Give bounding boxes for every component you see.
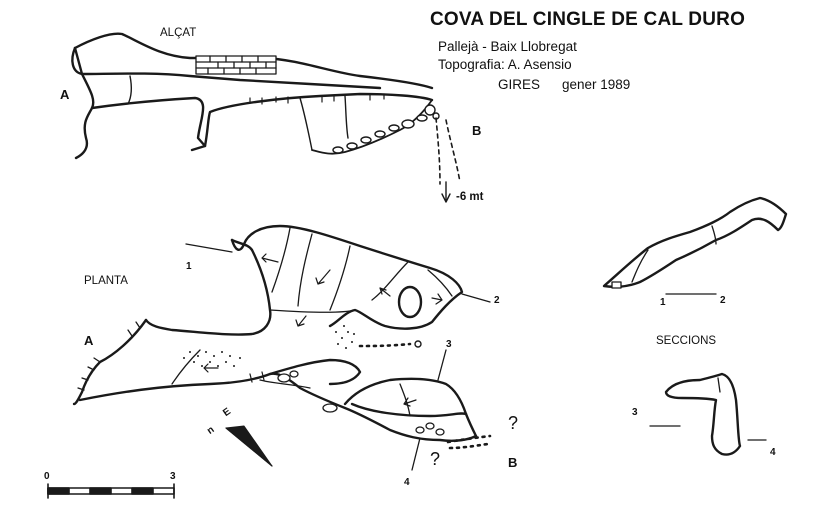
section-mark-2: 2 — [720, 295, 726, 306]
survey-date: gener 1989 — [562, 77, 631, 92]
location-text: Pallejà - Baix Llobregat — [438, 39, 577, 54]
section-1-2 — [602, 196, 788, 295]
plan-section-mark-4: 4 — [404, 477, 410, 488]
plan-section-lines — [185, 243, 491, 471]
elevation-rubble — [332, 104, 440, 154]
shaft-dashes — [435, 117, 461, 185]
plan-section-mark-1: 1 — [186, 261, 192, 272]
scale-min-label: 0 — [44, 471, 50, 482]
section-3-4 — [649, 372, 767, 456]
page-title: COVA DEL CINGLE DE CAL DURO — [430, 9, 746, 30]
scale-max-label: 3 — [170, 471, 176, 482]
unknown-mark-1: ? — [508, 413, 519, 433]
elevation-label: ALÇAT — [160, 27, 197, 39]
plan-entrance-a: A — [84, 333, 94, 348]
sections-label: SECCIONS — [656, 335, 717, 347]
plan-stipple — [183, 325, 355, 367]
section-mark-4: 4 — [770, 447, 776, 458]
plan-label: PLANTA — [84, 275, 128, 287]
elevation-entrance-a: A — [60, 87, 70, 102]
section-mark-1: 1 — [660, 297, 666, 308]
elevation-entrance-b: B — [472, 123, 482, 138]
plan-section-mark-3: 3 — [446, 339, 452, 350]
depth-label: -6 mt — [456, 191, 484, 203]
plan-section-mark-2: 2 — [494, 295, 500, 306]
plan-entrance-b: B — [508, 455, 518, 470]
group-name: GIRES — [498, 77, 541, 92]
elevation-drawing — [71, 32, 461, 203]
north-arrow — [225, 425, 273, 467]
section-mark-3: 3 — [632, 407, 638, 418]
wall-masonry — [195, 55, 277, 75]
scale-bar — [47, 483, 175, 499]
survey-credit: Topografia: A. Asensio — [438, 57, 572, 72]
plan-drawing — [72, 224, 492, 471]
unknown-mark-2: ? — [430, 449, 441, 469]
